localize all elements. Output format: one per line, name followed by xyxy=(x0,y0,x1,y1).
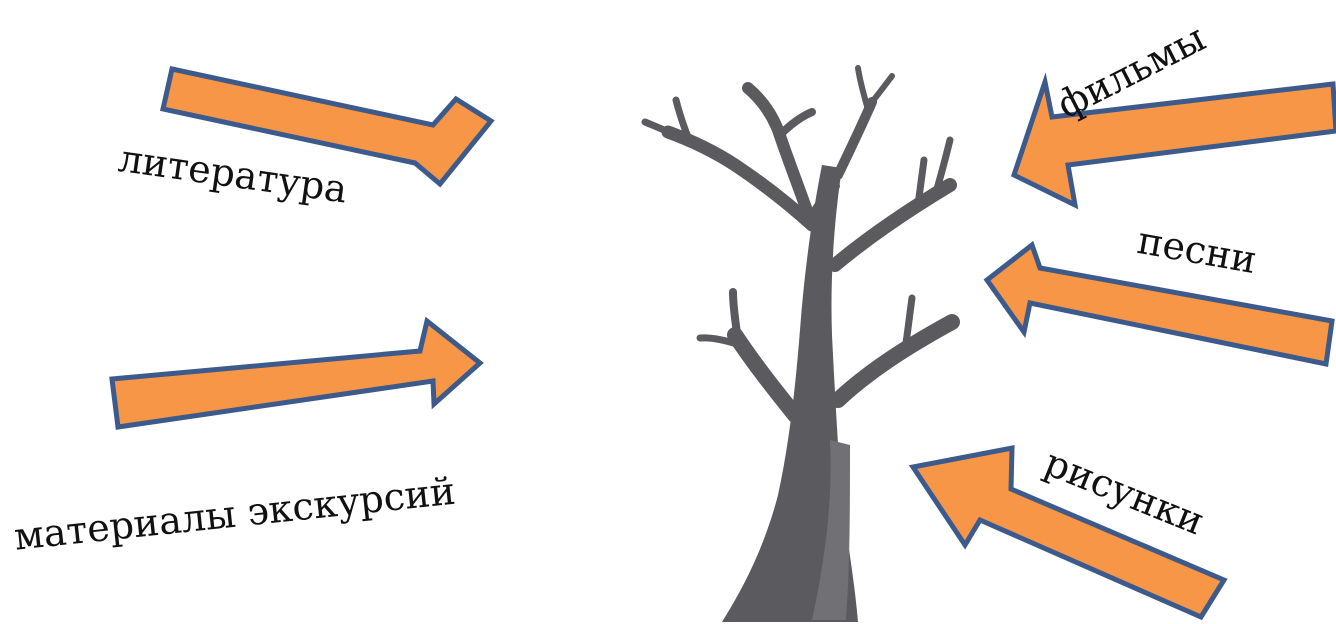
arrow-drawings xyxy=(908,444,1228,621)
arrow-songs xyxy=(983,240,1335,367)
arrow-excursions xyxy=(109,316,484,430)
arrow-films xyxy=(1010,72,1336,210)
bare-tree-icon xyxy=(641,65,960,622)
arrow-literature xyxy=(160,66,495,188)
